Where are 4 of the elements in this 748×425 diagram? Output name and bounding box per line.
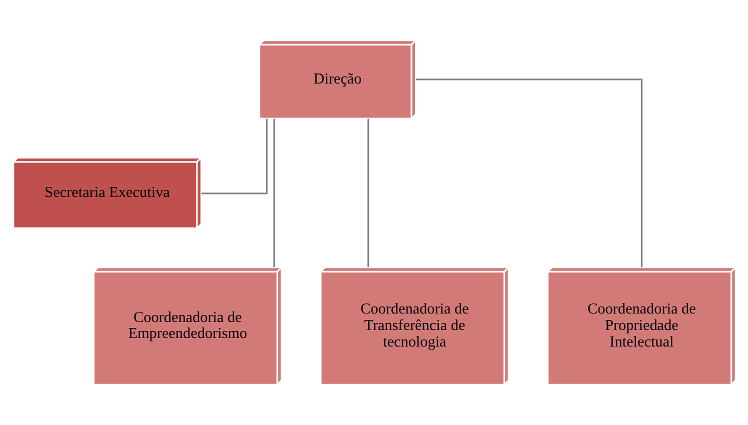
connector	[366, 118, 369, 268]
connector	[415, 78, 642, 268]
connector	[272, 118, 275, 268]
connector	[200, 118, 268, 194]
